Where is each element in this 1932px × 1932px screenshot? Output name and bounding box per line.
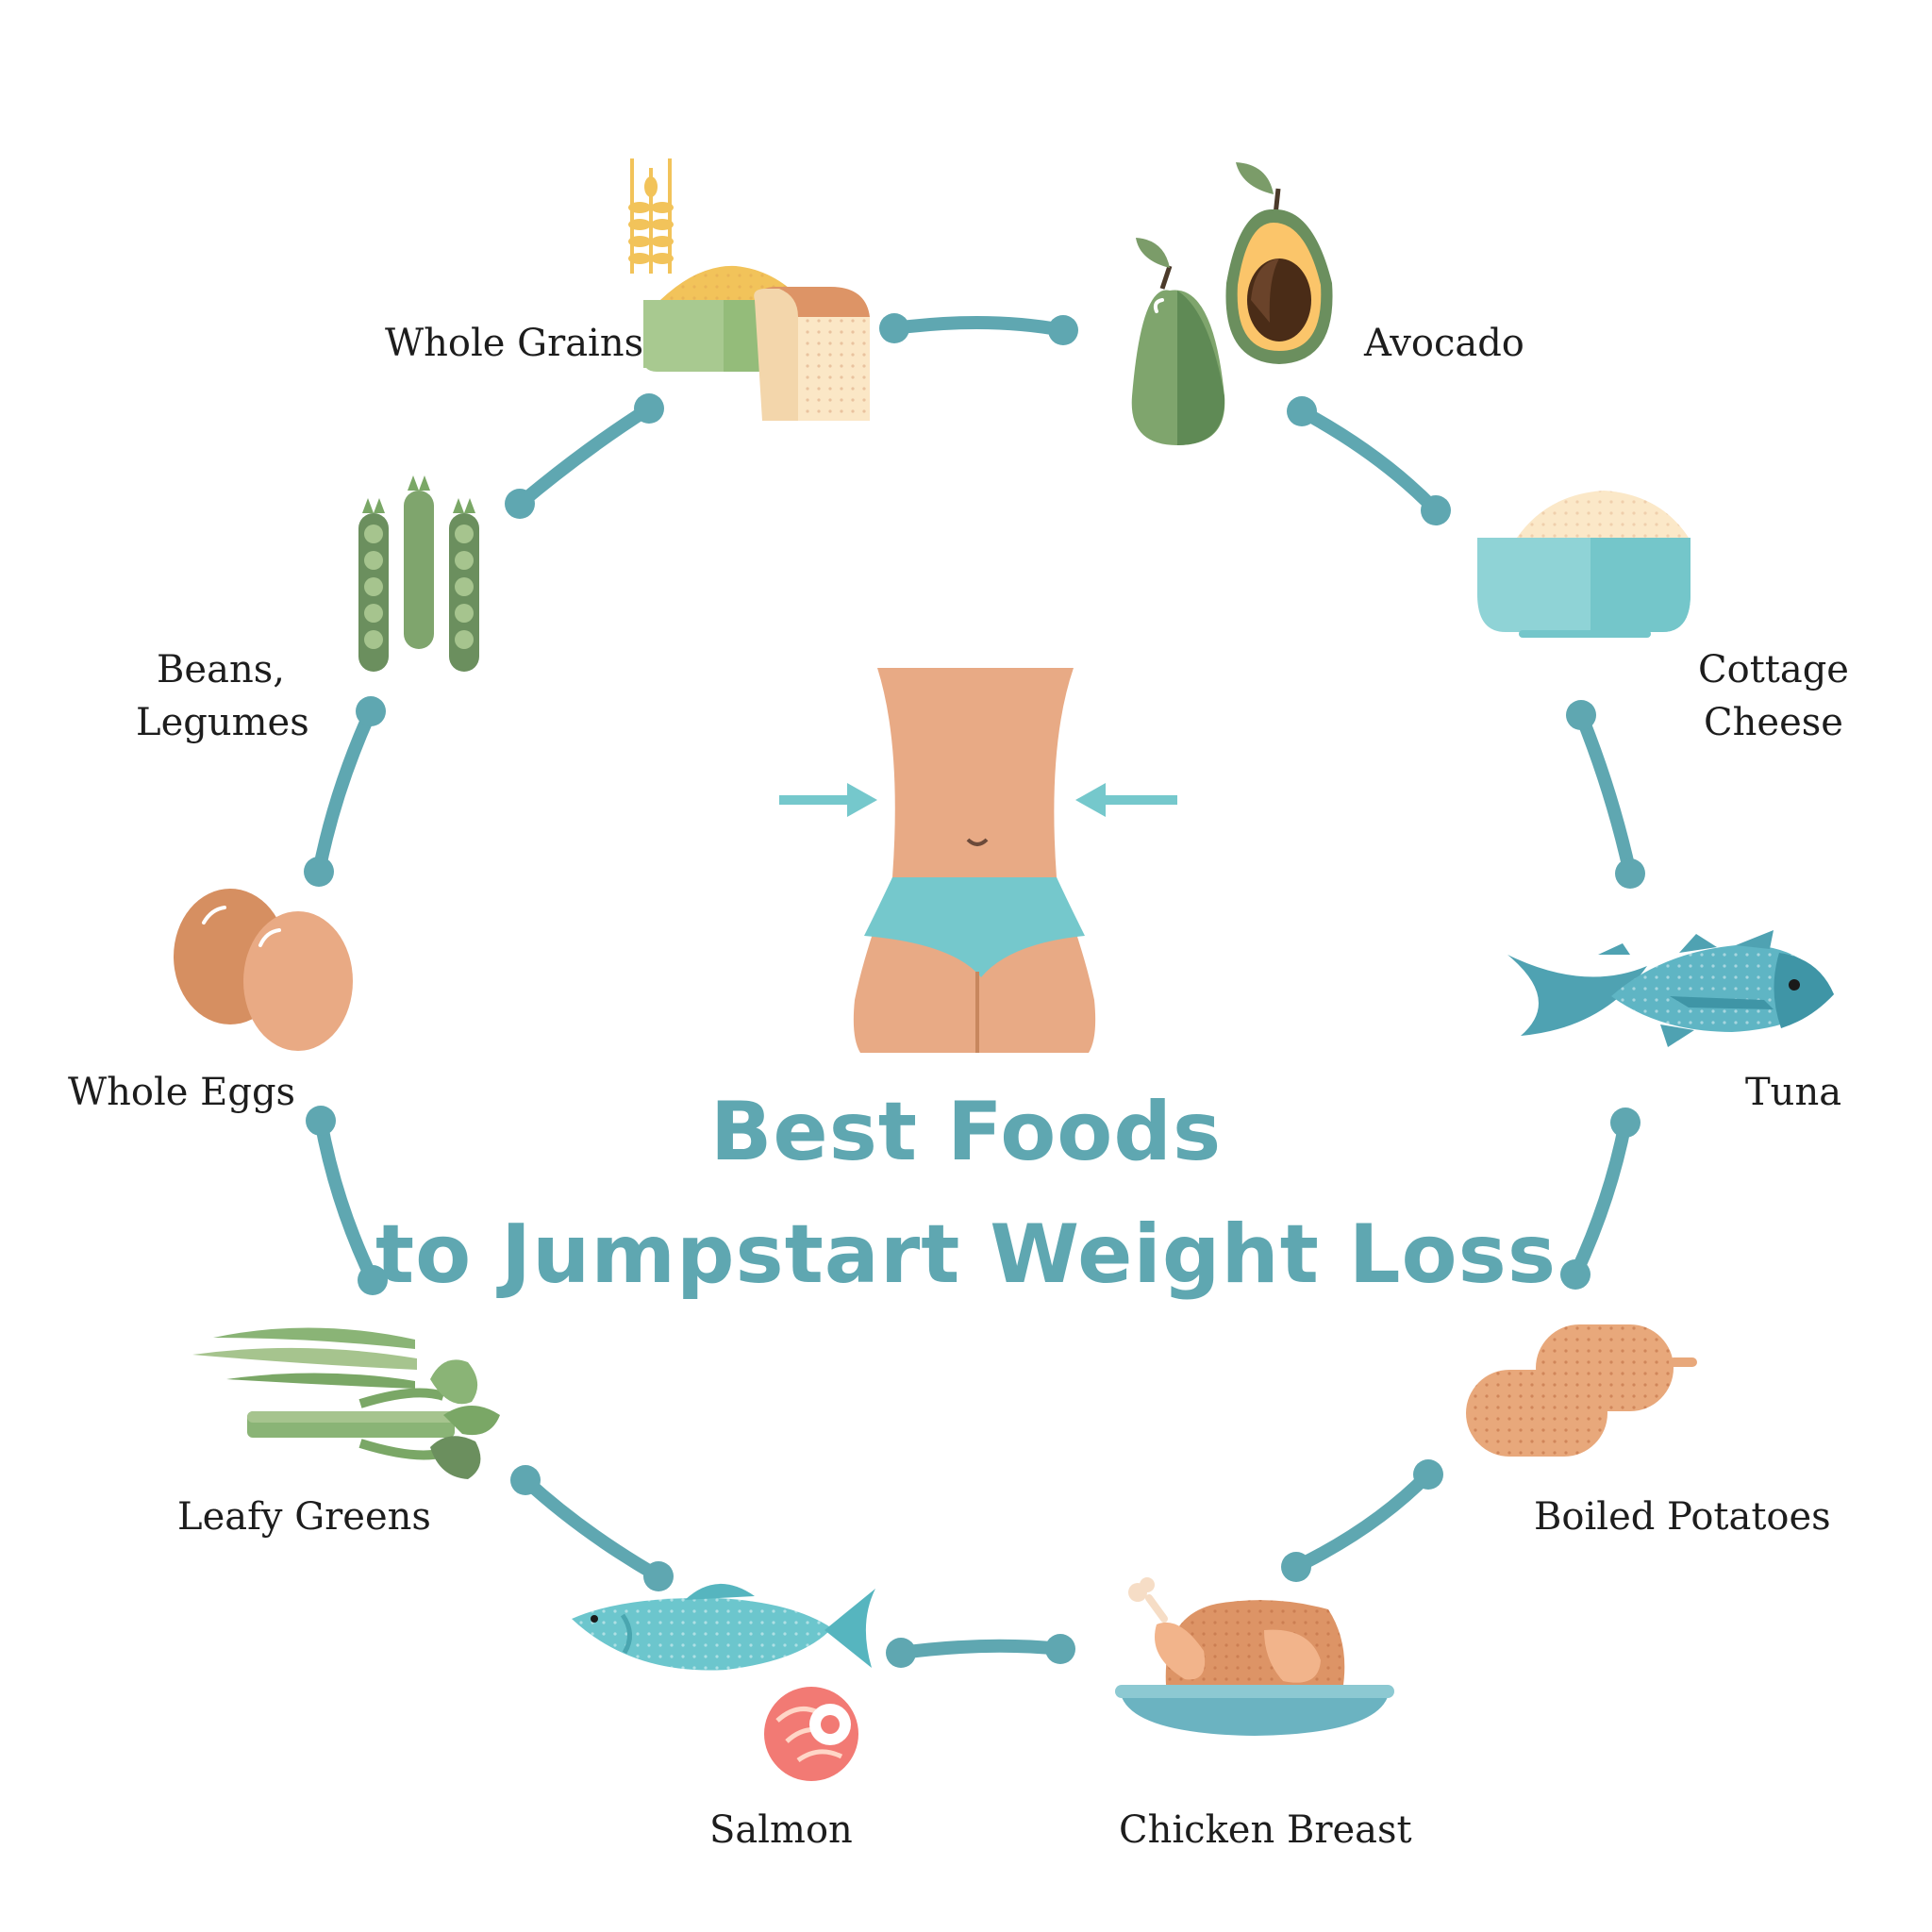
food-label-line: Beans,	[157, 648, 285, 691]
beans-legumes-icon	[358, 475, 479, 672]
food-label-beans-legumes: Beans, Legumes	[136, 643, 309, 749]
arrow-left-icon	[1075, 783, 1177, 817]
food-label-line: Whole Eggs	[68, 1071, 296, 1114]
chicken-breast-icon	[1115, 1577, 1394, 1736]
whole-grains-icon	[628, 158, 870, 421]
food-label-line: Whole Grains	[385, 322, 644, 365]
food-label-avocado: Avocado	[1364, 317, 1572, 370]
boiled-potatoes-icon	[1466, 1324, 1697, 1457]
title-line-2: to Jumpstart Weight Loss	[375, 1208, 1557, 1302]
arrow-right-icon	[779, 783, 877, 817]
food-label-line: Chicken Breast	[1119, 1808, 1412, 1852]
food-label-line: Cottage	[1698, 648, 1849, 691]
connector-chicken-salmon	[886, 1634, 1075, 1668]
connector-avocado-cheese	[1287, 396, 1451, 525]
food-label-line: Tuna	[1745, 1071, 1842, 1114]
food-label-line: Leafy Greens	[177, 1495, 431, 1539]
food-label-line: Cheese	[1704, 701, 1843, 744]
connector-potatoes-chicken	[1281, 1459, 1443, 1582]
connector-beans-grains	[505, 393, 664, 519]
connector-eggs-beans	[304, 696, 386, 887]
food-label-whole-eggs: Whole Eggs	[68, 1066, 296, 1119]
connector-grains-avocado	[879, 313, 1078, 345]
waist-illustration-icon	[779, 668, 1177, 1053]
food-label-line: Avocado	[1364, 322, 1524, 365]
whole-eggs-icon	[174, 889, 353, 1051]
salmon-icon	[572, 1583, 875, 1781]
food-label-boiled-potatoes: Boiled Potatoes	[1534, 1491, 1855, 1543]
food-label-salmon: Salmon	[709, 1804, 860, 1857]
food-label-line: Boiled Potatoes	[1534, 1495, 1831, 1539]
food-label-line: Salmon	[709, 1808, 853, 1852]
connector-tuna-potatoes	[1560, 1108, 1641, 1290]
connector-cheese-tuna	[1566, 700, 1645, 889]
food-label-chicken-breast: Chicken Breast	[1119, 1804, 1458, 1857]
food-label-tuna: Tuna	[1745, 1066, 1849, 1119]
connector-salmon-greens	[510, 1465, 674, 1591]
food-label-leafy-greens: Leafy Greens	[177, 1491, 431, 1543]
title-line-1: Best Foods	[709, 1085, 1223, 1179]
tuna-icon	[1507, 930, 1834, 1047]
avocado-icon	[1131, 162, 1333, 445]
food-label-line: Legumes	[136, 701, 309, 744]
food-label-whole-grains: Whole Grains	[385, 317, 644, 370]
cottage-cheese-icon	[1477, 491, 1690, 638]
connector-greens-eggs	[306, 1106, 388, 1295]
leafy-greens-icon	[192, 1327, 500, 1479]
